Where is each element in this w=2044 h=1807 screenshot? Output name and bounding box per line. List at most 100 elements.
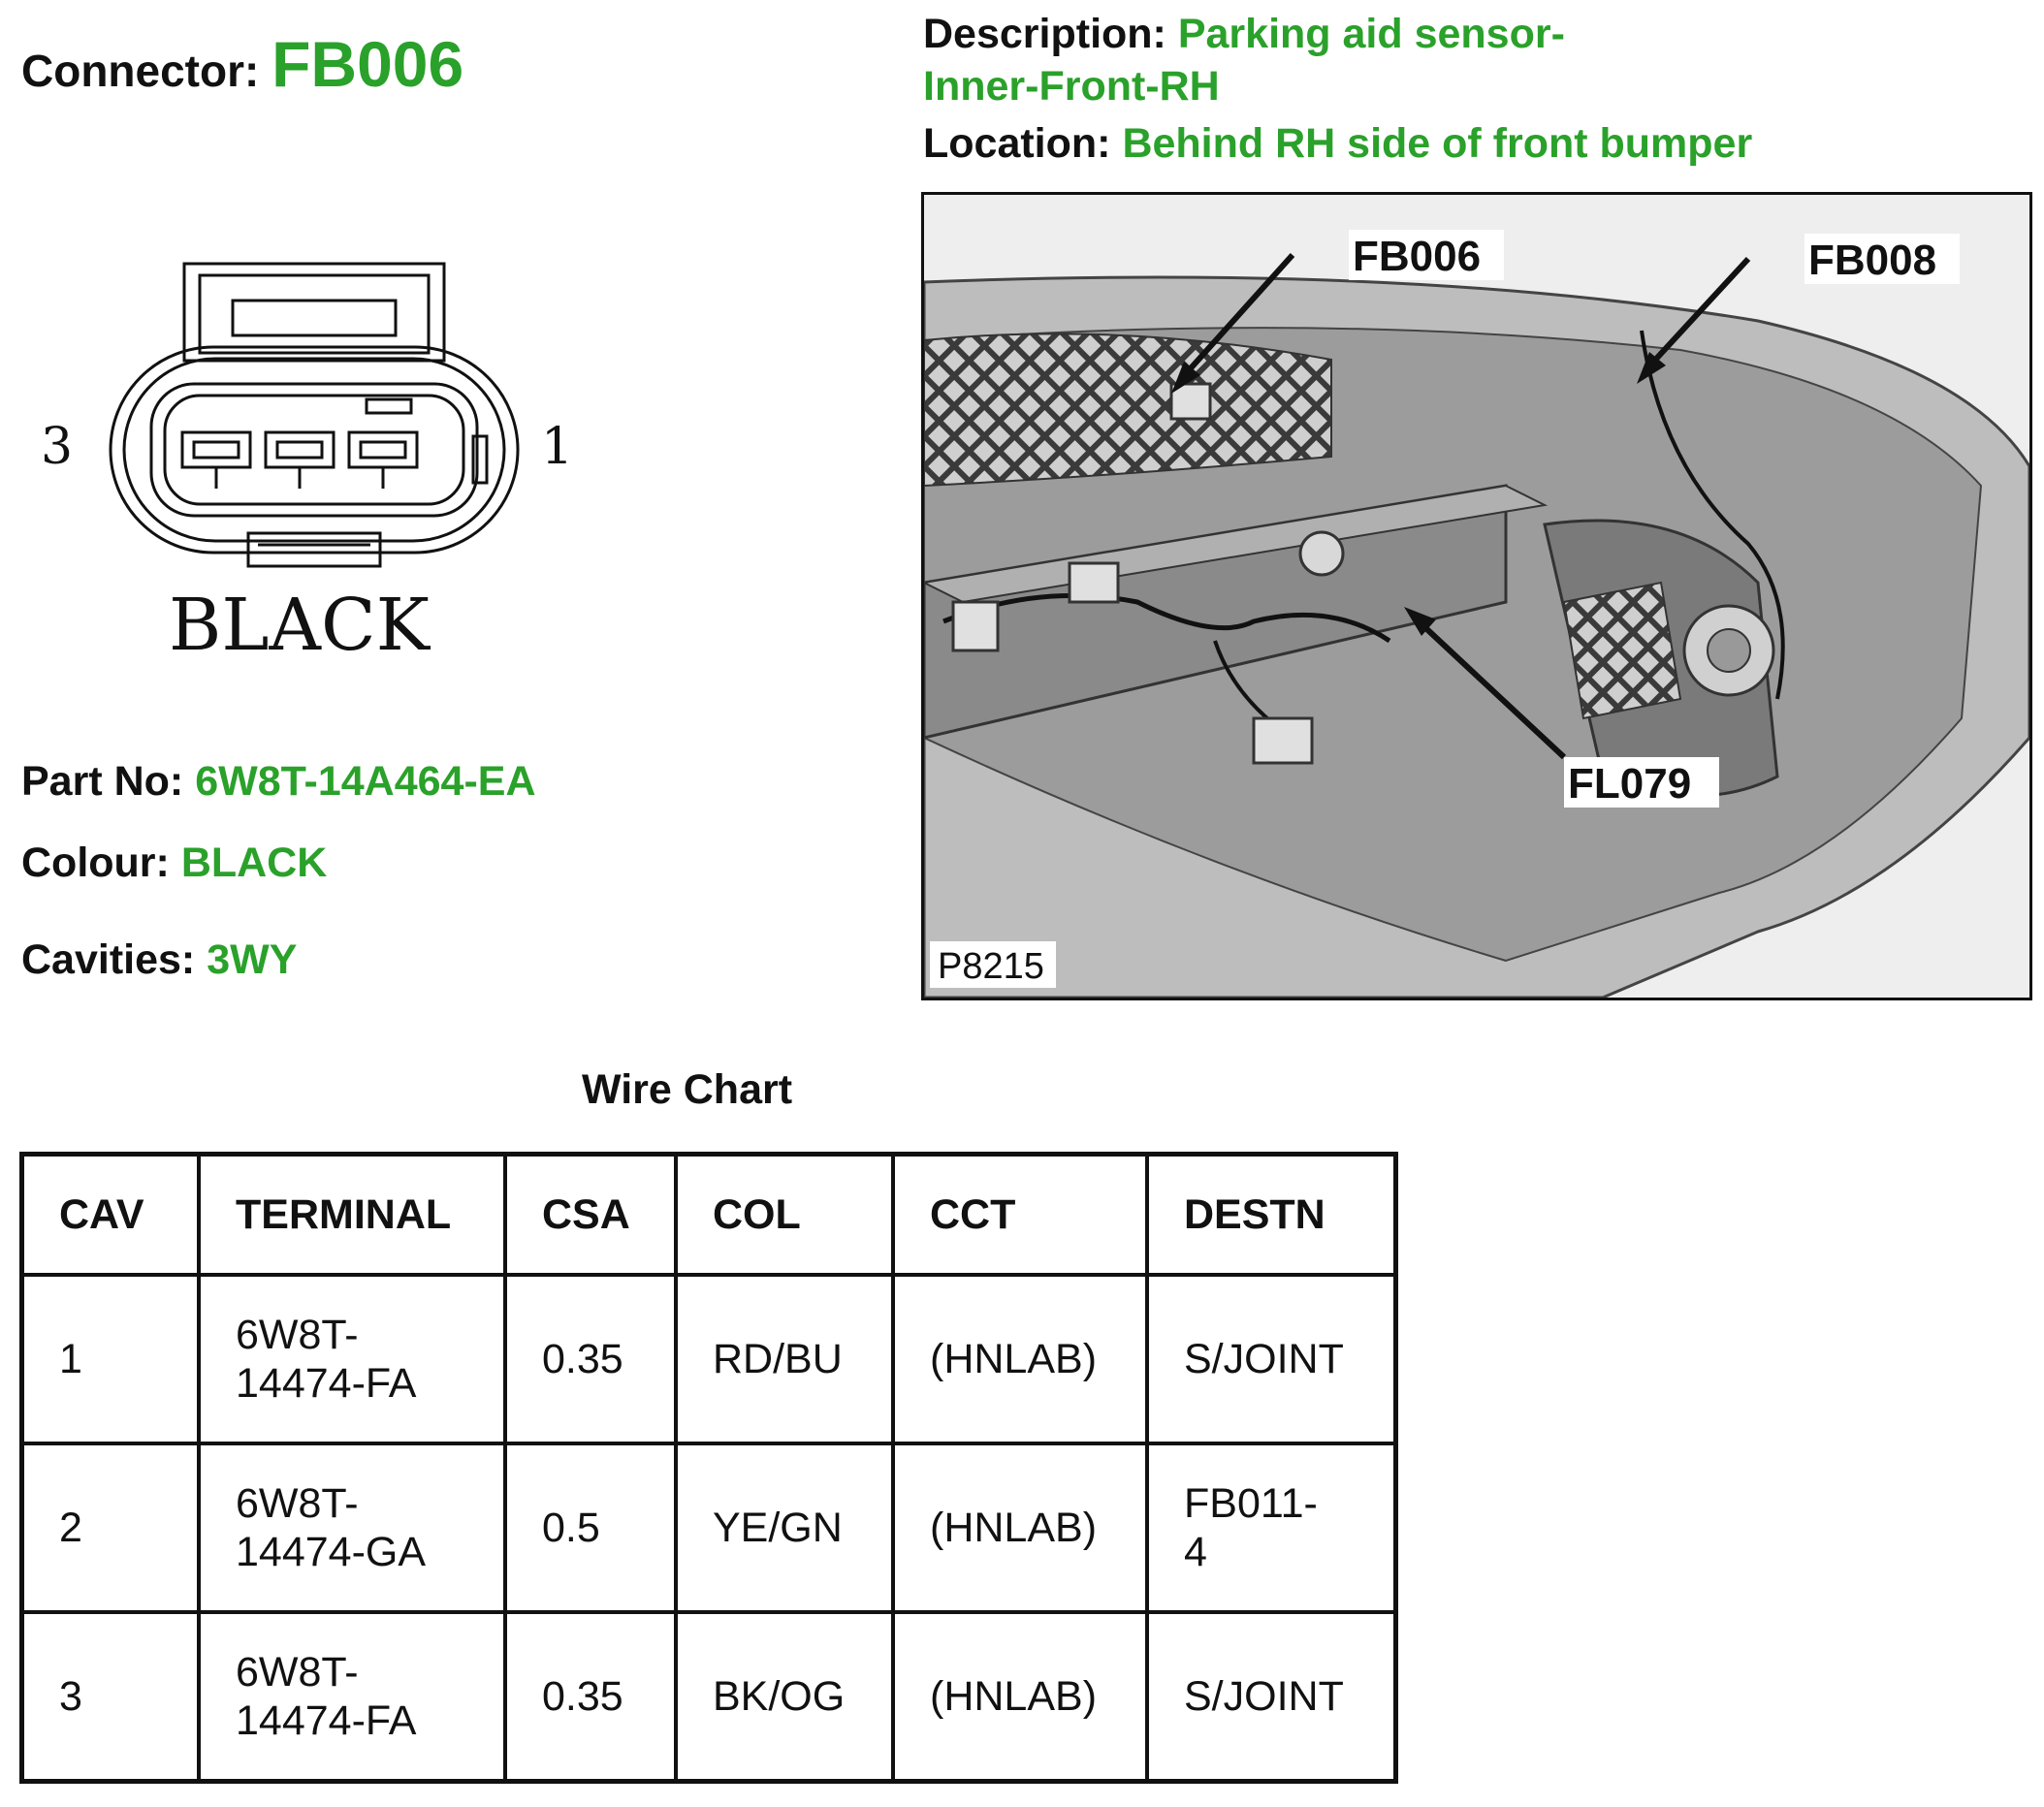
latch-outer <box>182 262 446 363</box>
shell-mid <box>122 357 506 543</box>
bottom-latch <box>246 531 382 568</box>
cavity-housing <box>149 382 479 518</box>
location-label: Location: <box>923 120 1111 167</box>
cell-col: YE/GN <box>674 1442 895 1614</box>
terminal-part1: 6W8T- <box>236 1312 359 1358</box>
terminal-part1: 6W8T- <box>236 1649 359 1696</box>
beam-bolt <box>1298 530 1345 577</box>
cell-csa: 0.35 <box>503 1273 678 1445</box>
bumper-illustration: FB006 FB008 FL079 P8215 <box>924 195 2029 998</box>
cell-terminal: 6W8T-14474-GA <box>197 1442 507 1614</box>
arrow-fb008 <box>1644 256 1751 372</box>
terminal-part2: 14474-FA <box>236 1360 417 1407</box>
description-label: Description: <box>923 11 1166 57</box>
part-label: Part No: <box>21 758 184 805</box>
cell-cct: (HNLAB) <box>891 1273 1149 1445</box>
destn-part1: S/JOINT <box>1184 1336 1344 1382</box>
destn-part2: 4 <box>1184 1529 1207 1575</box>
cavities: Cavities: 3WY <box>21 936 297 984</box>
header-destn: DESTN <box>1145 1152 1398 1277</box>
key-tab <box>471 434 489 485</box>
connector-face-diagram: 3 1 BLACK <box>41 262 573 667</box>
polarity-mark <box>365 397 413 415</box>
pin-label-right: 1 <box>541 418 573 476</box>
connector-id: FB006 <box>271 28 464 100</box>
photo-id: P8215 <box>938 946 1044 987</box>
cavity-1-inner <box>359 440 407 460</box>
fog-lamp-centre <box>1707 628 1751 673</box>
callout-fb008: FB008 <box>1808 237 1936 284</box>
arrow-fl079-head <box>1404 607 1436 636</box>
harness-wire <box>942 592 1391 644</box>
terminal-part2: 14474-FA <box>236 1697 417 1744</box>
destn-part1: S/JOINT <box>1184 1673 1344 1720</box>
cavity-2-inner <box>275 440 324 460</box>
description-line1: Parking aid sensor- <box>1177 11 1565 57</box>
header-cct: CCT <box>891 1152 1149 1277</box>
shell-outer <box>109 345 520 555</box>
table-header-row: CAV TERMINAL CSA COL CCT DESTN <box>19 1152 1398 1277</box>
cell-destn: S/JOINT <box>1145 1273 1398 1445</box>
latch-inner <box>198 273 431 355</box>
colour: Colour: BLACK <box>21 840 327 887</box>
cavities-value: 3WY <box>207 936 298 983</box>
colour-label: Colour: <box>21 840 170 886</box>
cell-cav: 2 <box>19 1442 201 1614</box>
photo-id-bg <box>930 941 1056 988</box>
cell-destn: S/JOINT <box>1145 1610 1398 1784</box>
location: Location: Behind RH side of front bumper <box>923 120 1752 168</box>
pin-label-left: 3 <box>41 418 73 476</box>
part-number: Part No: 6W8T-14A464-EA <box>21 758 536 806</box>
header-terminal: TERMINAL <box>197 1152 507 1277</box>
cell-destn: FB011-4 <box>1145 1442 1398 1614</box>
colour-value: BLACK <box>180 840 328 886</box>
arrow-fb006 <box>1178 252 1295 382</box>
arrow-fl079 <box>1416 618 1567 760</box>
connector-block-b <box>1068 561 1120 604</box>
connector-block-a <box>951 600 1000 652</box>
cell-csa: 0.5 <box>503 1442 678 1614</box>
header-col: COL <box>674 1152 895 1277</box>
terminal-part1: 6W8T- <box>236 1480 359 1527</box>
description: Description: Parking aid sensor- Inner-F… <box>923 8 1565 112</box>
terminal-part2: 14474-GA <box>236 1529 427 1575</box>
description-line2: Inner-Front-RH <box>923 63 1220 110</box>
cell-cav: 1 <box>19 1273 201 1445</box>
cavity-3-inner <box>192 440 240 460</box>
header-csa: CSA <box>503 1152 678 1277</box>
part-value: 6W8T-14A464-EA <box>195 758 536 805</box>
sensor-fb006 <box>1169 382 1212 421</box>
grille-mesh <box>924 333 1332 488</box>
callout-fb006: FB006 <box>1353 233 1481 280</box>
cell-col: RD/BU <box>674 1273 895 1445</box>
cell-cct: (HNLAB) <box>891 1442 1149 1614</box>
cell-terminal: 6W8T-14474-FA <box>197 1273 507 1445</box>
cell-col: BK/OG <box>674 1610 895 1784</box>
cell-csa: 0.35 <box>503 1610 678 1784</box>
cell-cav: 3 <box>19 1610 201 1784</box>
location-photo: FB006 FB008 FL079 P8215 <box>921 192 2032 1000</box>
location-value: Behind RH side of front bumper <box>1122 120 1753 167</box>
cell-cct: (HNLAB) <box>891 1610 1149 1784</box>
header-cav: CAV <box>19 1152 201 1277</box>
cell-terminal: 6W8T-14474-FA <box>197 1610 507 1784</box>
wire-chart-table: CAV TERMINAL CSA COL CCT DESTN 1 6W8T-14… <box>19 1152 1398 1784</box>
callout-bg-fb008 <box>1804 234 1960 284</box>
connector-label: Connector: <box>21 46 260 96</box>
table-row: 3 6W8T-14474-FA 0.35 BK/OG (HNLAB) S/JOI… <box>19 1610 1398 1784</box>
sensor-wire <box>1640 330 1785 700</box>
table-row: 1 6W8T-14474-FA 0.35 RD/BU (HNLAB) S/JOI… <box>19 1273 1398 1445</box>
arrow-fb008-head <box>1637 352 1666 384</box>
connector-block-c <box>1252 716 1314 765</box>
arrow-fb006-head <box>1171 362 1200 394</box>
connector-heading: Connector: FB006 <box>21 27 463 101</box>
callout-bg-fb006 <box>1349 230 1504 280</box>
figure-colour-text: BLACK <box>169 584 431 667</box>
destn-part1: FB011- <box>1184 1480 1318 1527</box>
callout-bg-fl079 <box>1564 757 1719 808</box>
cavity-housing-inner <box>163 394 465 506</box>
cavities-label: Cavities: <box>21 936 196 983</box>
table-row: 2 6W8T-14474-GA 0.5 YE/GN (HNLAB) FB011-… <box>19 1442 1398 1614</box>
wire-chart-title: Wire Chart <box>582 1066 793 1113</box>
callout-fl079: FL079 <box>1568 760 1691 808</box>
